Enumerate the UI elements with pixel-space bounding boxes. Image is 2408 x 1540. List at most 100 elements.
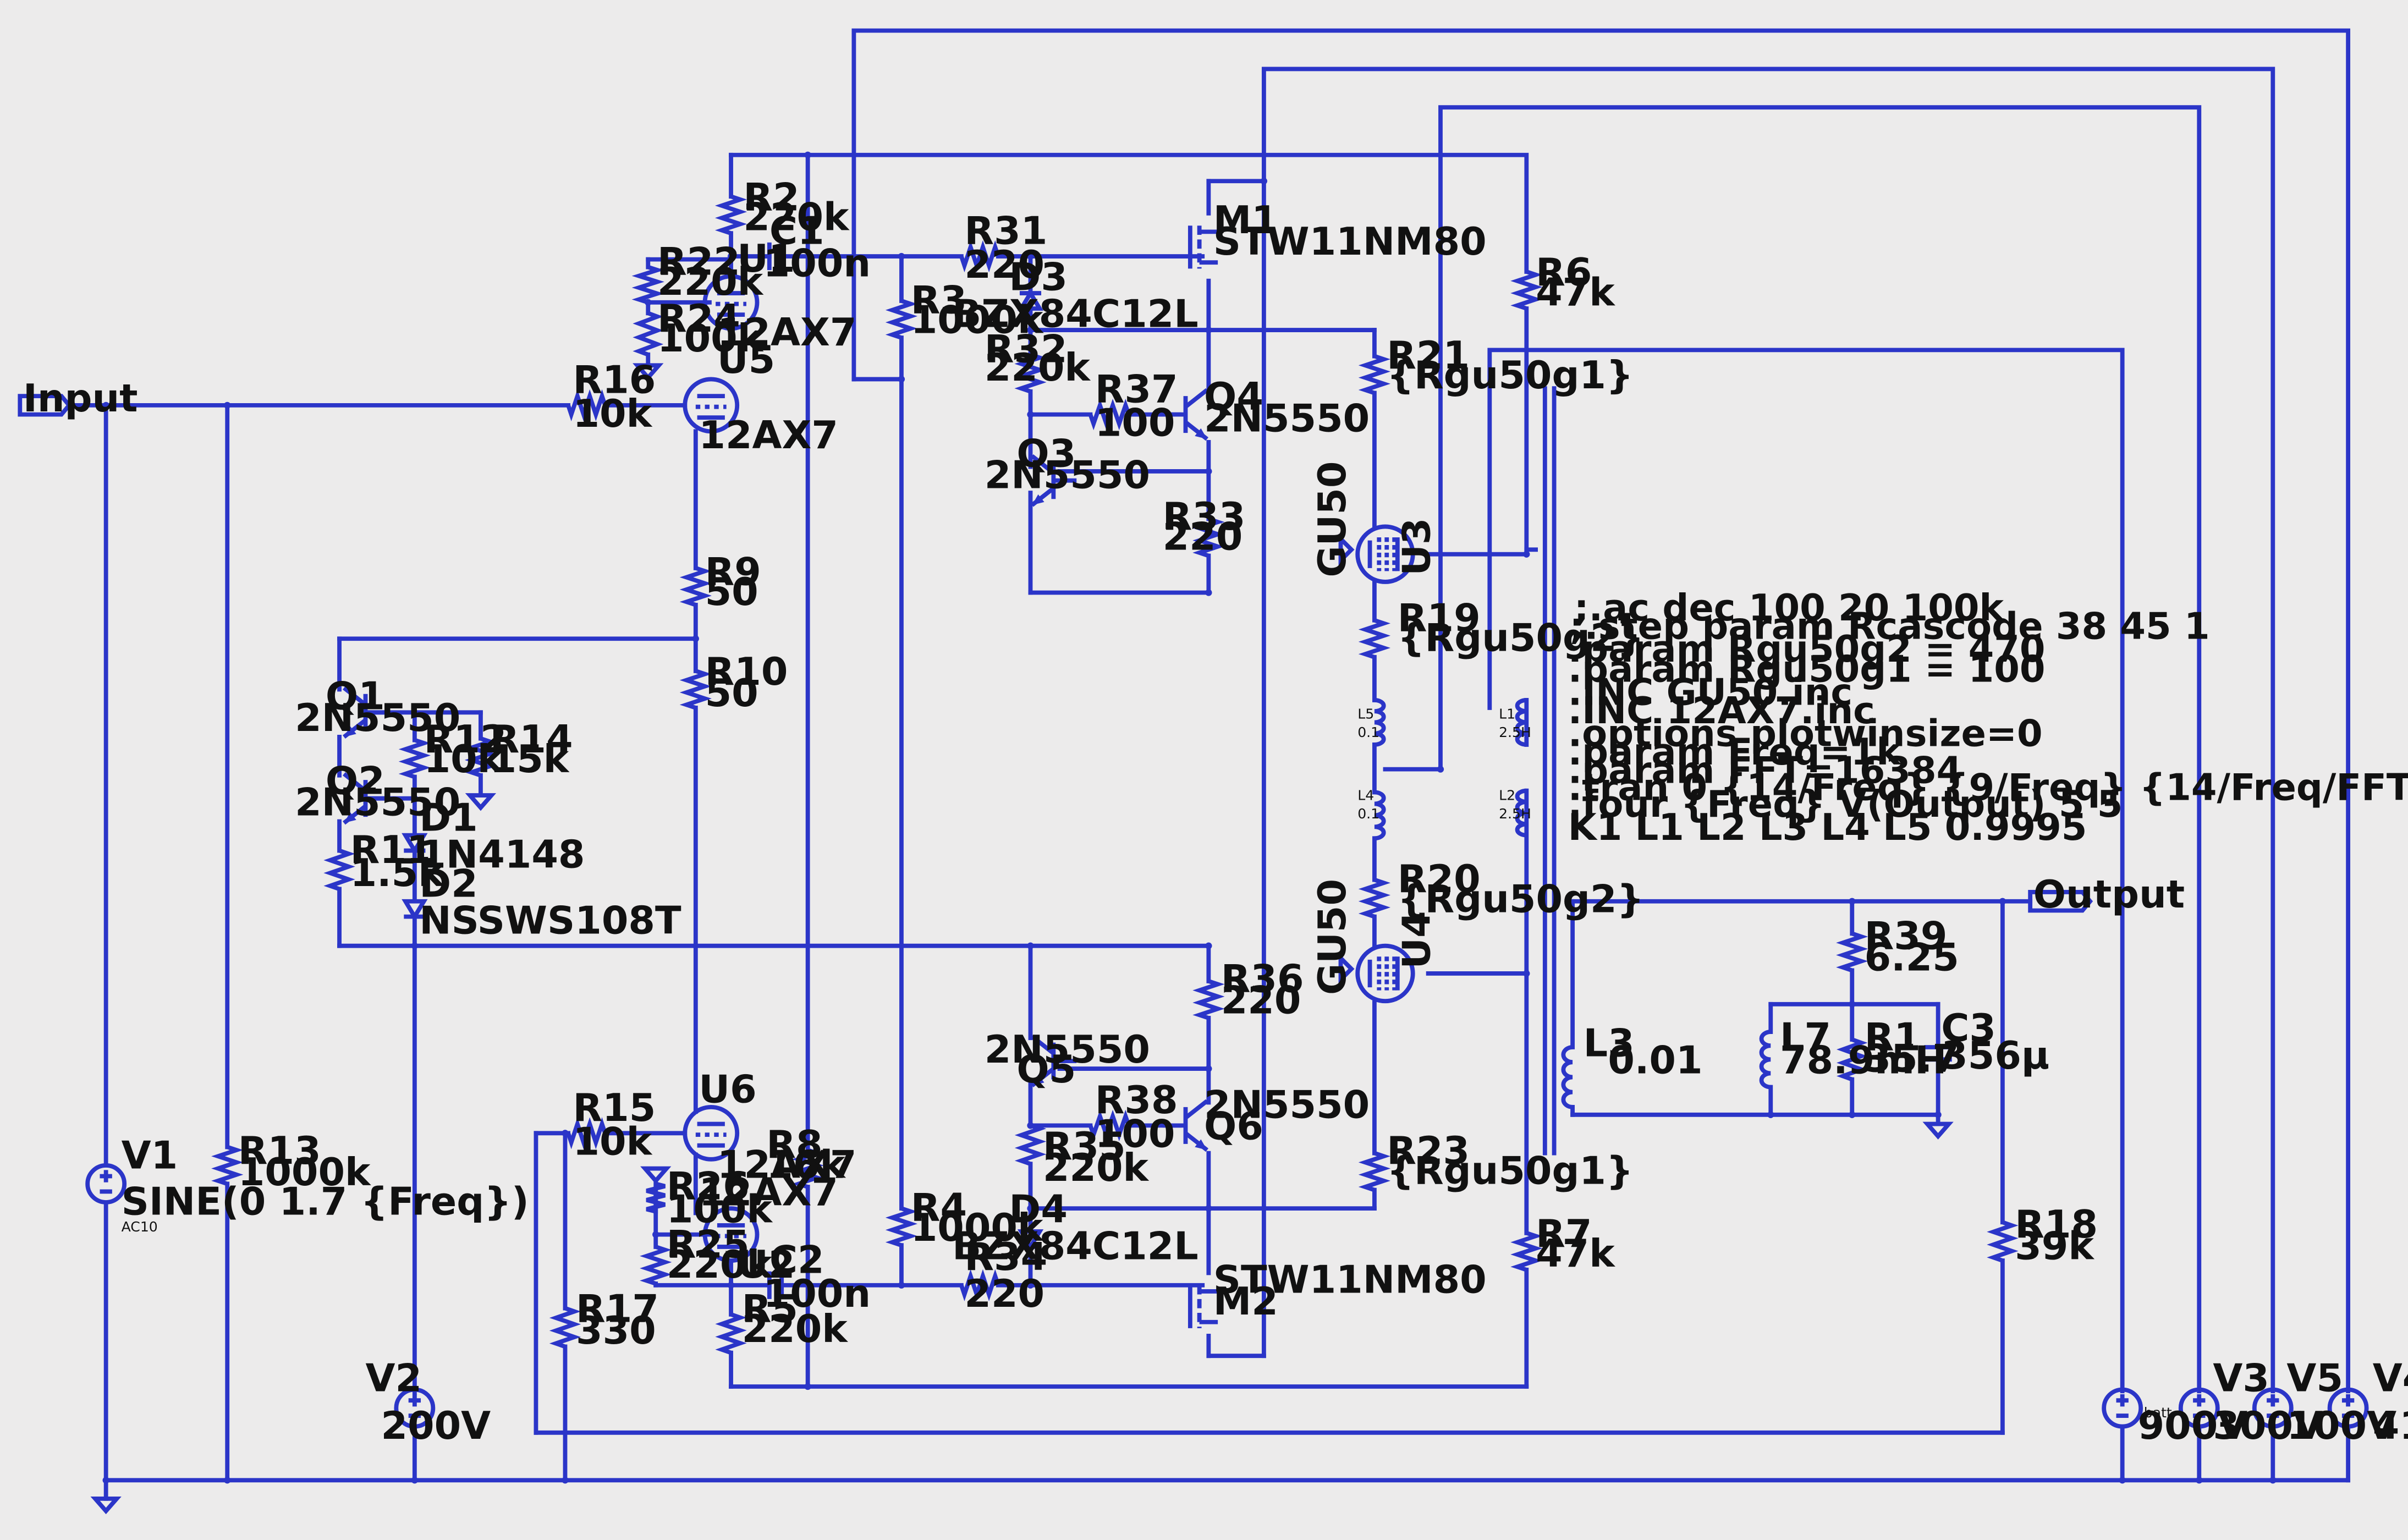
r17-name: R17 [576,1287,659,1332]
spice-directive: .param Rgu50g2 = 470 [1568,628,2046,670]
r18-value: 39k [2015,1224,2094,1268]
m2-name: M2 [1213,1279,1278,1324]
d1-value: 1N4148 [419,832,585,877]
q5-value: 2N5550 [985,1027,1150,1072]
l3-inductor [1561,1045,1573,1109]
u6-name: U6 [699,1067,756,1112]
r2-name: R2 [743,175,799,219]
v5-value: 100V [2286,1404,2396,1448]
r31-value: 220 [964,243,1044,287]
q6-name: Q6 [1204,1104,1263,1148]
r25-resistor [640,1245,672,1286]
r13-name: R13 [238,1129,321,1173]
u5-tube [683,377,740,434]
u2-value: 12AX7 [699,1170,838,1215]
u1-tube [702,274,760,331]
r4-name: R4 [911,1185,967,1230]
r3-value: 1000k [911,298,1044,343]
v3-name: V3 [2213,1356,2269,1400]
q1-name: Q1 [326,674,385,719]
r37-name: R37 [1095,367,1178,411]
r23-name: R23 [1387,1129,1470,1173]
u6-value: 12AX7 [717,1142,857,1187]
r8-name: R8 [766,1123,822,1167]
c3-capacitor [1924,1045,1952,1062]
r8-resistor [791,1148,824,1189]
r23-value: {Rgu50g1} [1387,1148,1633,1193]
r11-name: R11 [350,828,433,872]
r12-value: 10k [424,737,504,782]
q3-transistor [1030,454,1077,507]
r4-value: 1000k [911,1206,1044,1250]
r24-ground [633,363,664,381]
u4-value: GU50 [1310,879,1355,995]
d1-diode [402,833,428,855]
v6-value: 900V [2138,1404,2248,1448]
c3-ground [1922,1121,1954,1140]
q3-value: 2N5550 [985,453,1150,498]
output-net-flag [2028,890,2093,913]
labels: InputOutputR2220kC1100nR22220kR24100kU11… [23,175,2408,1448]
l1-small-value: 2.5H [1499,724,1531,740]
v6-source [2102,1387,2143,1429]
d4-zener [1017,1229,1044,1251]
spice-directive: .param FFT=16384 [1568,749,1962,792]
r25-name: R25 [667,1222,750,1267]
m2-mosfet [1187,1285,1218,1328]
l4-small-name: L4 [1357,787,1374,803]
spice-directive: .tran 0 {14/Freq} {9/Freq} {14/Freq/FFT} [1568,766,2408,809]
r22-resistor [631,265,664,305]
r20-resistor [1358,877,1391,919]
l5-small-name: L5 [1357,706,1374,722]
u3-value: GU50 [1310,461,1355,577]
r35-resistor [1014,1123,1047,1166]
r24-resistor [633,311,664,357]
q4-value: 2N5550 [1204,396,1370,441]
r35-value: 220k [1043,1146,1150,1190]
l5-inductor [1374,698,1386,747]
r26-name: R26 [667,1164,750,1208]
v3-source [2178,1387,2220,1429]
components [18,194,2369,1515]
spice-directive: .four {Freq} V(Output) 5 5 [1568,783,2123,826]
v1-value: SINE(0 1.7 {Freq}) [122,1179,529,1224]
r7-name: R7 [1536,1212,1592,1256]
r33-value: 220 [1163,514,1243,559]
r2-resistor [714,194,747,235]
c1-capacitor [767,242,784,271]
r36-value: 220 [1221,978,1301,1023]
m1-value: STW11NM80 [1213,219,1487,264]
r8-value: 16k [766,1142,846,1187]
r1-name: R1 [1865,1015,1921,1060]
r18-name: R18 [2015,1202,2098,1247]
m1-mosfet [1187,226,1218,269]
r7-value: 47k [1536,1231,1615,1276]
v1-ac-text: AC10 [122,1219,158,1235]
v2-value: 200V [381,1404,491,1448]
r12-name: R12 [424,717,507,762]
r10-value: 50 [705,671,758,716]
u5-value: 12AX7 [699,413,838,458]
r21-resistor [1358,354,1391,395]
r5-value: 220k [742,1307,849,1351]
v1-name: V1 [122,1134,178,1178]
r36-resistor [1192,979,1225,1020]
v2-name: V2 [366,1356,422,1400]
r10-resistor [679,669,712,710]
r20-name: R20 [1398,857,1481,901]
r23-resistor [1358,1151,1391,1192]
spice-directive: .options plotwinsize=0 [1568,712,2043,755]
v4-name: V4 [2373,1356,2408,1400]
r32-value: 220k [985,345,1091,390]
output-label: Output [2033,872,2185,917]
r38-name: R38 [1095,1078,1178,1123]
r10-name: R10 [705,650,788,694]
c3-name: C3 [1941,1006,1996,1050]
r11-resistor [323,848,355,892]
c1-name: C1 [769,209,824,254]
r17-value: 330 [576,1308,656,1353]
r33-name: R33 [1163,494,1246,539]
q5-transistor [1030,1035,1077,1087]
spice-directive: .param Rgu50g1 = 100 [1568,647,2046,690]
